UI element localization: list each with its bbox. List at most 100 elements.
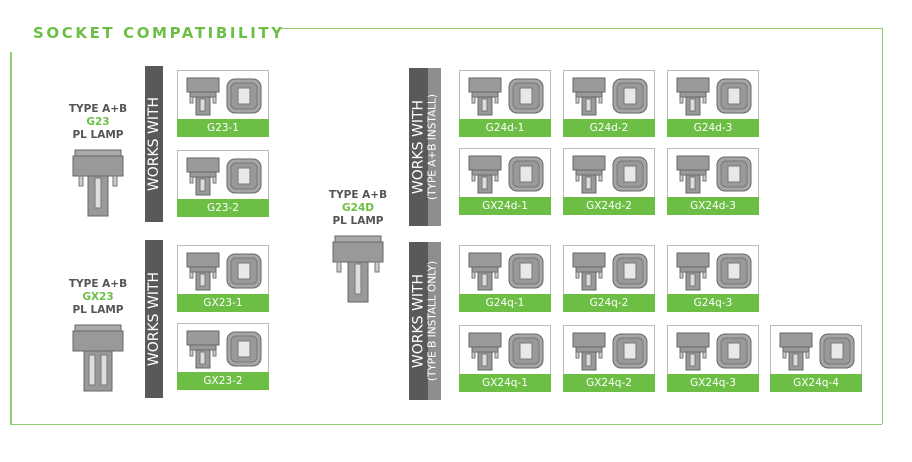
works-with-label: WORKS WITH [410,99,427,195]
works-with-label: WORKS WITH [410,273,427,369]
frame-border [10,424,882,425]
socket-label: GX24d-2 [563,197,655,215]
lamp-side-icon [676,155,709,193]
socket-image [178,246,268,295]
socket-front-icon [716,333,751,368]
works-with-label: WORKS WITH [146,271,163,367]
lamp-code: G24D [342,202,374,214]
socket-label: GX24d-3 [667,197,759,215]
frame-border [280,28,882,29]
socket-card-gx24d-3: GX24d-3 [667,148,759,215]
socket-image [668,149,758,198]
socket-image [460,149,550,198]
socket-card-g24q-2: G24q-2 [563,245,655,312]
lamp-side-icon [186,330,219,368]
socket-label: GX24q-1 [459,374,551,392]
lamp-type: TYPE A+B [328,189,388,201]
socket-image [564,326,654,375]
lamp-side-icon [572,252,605,290]
lamp-g24d: TYPE A+B G24D PL LAMP [313,189,403,304]
socket-label: GX24d-1 [459,197,551,215]
socket-image [460,71,550,120]
works-with-bar: WORKS WITH [145,66,163,222]
socket-image [178,71,268,120]
socket-front-icon [716,253,751,288]
install-type-label: (TYPE A+B INSTALL) [426,94,439,200]
lamp-gx23: TYPE A+B GX23 PL LAMP [53,278,143,393]
frame-border [882,28,883,424]
socket-card-gx23-1: GX23-1 [177,245,269,312]
lamp-side-icon [468,77,501,115]
socket-image [178,151,268,200]
socket-image [668,71,758,120]
socket-card-gx24d-2: GX24d-2 [563,148,655,215]
socket-front-icon [508,253,543,288]
socket-label: G23-2 [177,199,269,217]
lamp-side-icon [676,332,709,370]
socket-image [668,326,758,375]
socket-front-icon [226,331,261,366]
socket-image [178,324,268,373]
socket-card-g24q-3: G24q-3 [667,245,759,312]
socket-front-icon [508,156,543,191]
works-with-bar: WORKS WITH(TYPE A+B INSTALL) [409,68,441,226]
socket-card-gx24q-4: GX24q-4 [770,325,862,392]
socket-front-icon [819,333,854,368]
socket-card-gx23-2: GX23-2 [177,323,269,390]
socket-label: G24d-3 [667,119,759,137]
socket-front-icon [612,333,647,368]
lamp-side-icon [186,252,219,290]
socket-front-icon [226,253,261,288]
install-type-label: (TYPE B INSTALL ONLY) [426,260,439,382]
socket-card-g24q-1: G24q-1 [459,245,551,312]
socket-front-icon [508,78,543,113]
socket-image [564,246,654,295]
socket-front-icon [508,333,543,368]
socket-label: GX24q-3 [667,374,759,392]
lamp-side-icon [676,77,709,115]
socket-image [564,71,654,120]
socket-label: G24q-1 [459,294,551,312]
socket-front-icon [612,78,647,113]
lamp-side-icon [779,332,812,370]
lamp-side-icon [572,77,605,115]
lamp-side-icon [676,252,709,290]
socket-label: G24q-2 [563,294,655,312]
lamp-name: PL LAMP [72,129,124,141]
lamp-type: TYPE A+B [68,103,128,115]
socket-card-gx24q-3: GX24q-3 [667,325,759,392]
socket-image [460,326,550,375]
socket-card-g23-1: G23-1 [177,70,269,137]
socket-image [460,246,550,295]
lamp-side-icon [468,332,501,370]
lamp-name: PL LAMP [332,215,384,227]
socket-card-gx24q-2: GX24q-2 [563,325,655,392]
socket-card-g23-2: G23-2 [177,150,269,217]
socket-front-icon [716,156,751,191]
socket-image [771,326,861,375]
lamp-side-icon [186,157,219,195]
socket-front-icon [612,253,647,288]
lamp-base-icon [72,149,124,217]
socket-label: G23-1 [177,119,269,137]
lamp-side-icon [186,77,219,115]
socket-card-gx24d-1: GX24d-1 [459,148,551,215]
page-title: SOCKET COMPATIBILITY [33,24,285,42]
socket-card-g24d-3: G24d-3 [667,70,759,137]
lamp-side-icon [572,155,605,193]
lamp-name: PL LAMP [72,304,124,316]
socket-image [564,149,654,198]
socket-front-icon [612,156,647,191]
lamp-base-icon [72,324,124,392]
socket-label: GX23-2 [177,372,269,390]
socket-front-icon [226,78,261,113]
socket-image [668,246,758,295]
socket-label: GX24q-2 [563,374,655,392]
lamp-code: G23 [86,116,110,128]
lamp-side-icon [468,252,501,290]
socket-label: GX23-1 [177,294,269,312]
works-with-bar: WORKS WITH [145,240,163,398]
socket-card-g24d-1: G24d-1 [459,70,551,137]
socket-label: GX24q-4 [770,374,862,392]
works-with-bar: WORKS WITH(TYPE B INSTALL ONLY) [409,242,441,400]
